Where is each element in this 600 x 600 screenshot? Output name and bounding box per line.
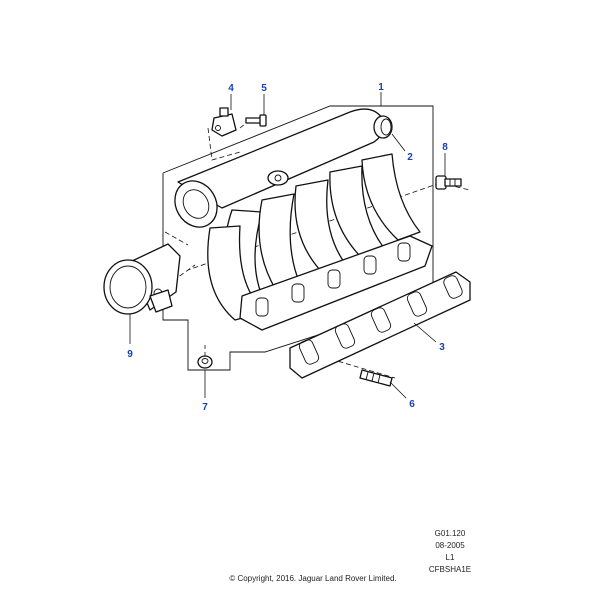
alignment-lines bbox=[159, 119, 471, 379]
leader-lines bbox=[129, 92, 446, 399]
callout-4: 4 bbox=[228, 83, 234, 94]
copyright-notice: © Copyright, 2016. Jaguar Land Rover Lim… bbox=[229, 574, 396, 583]
diagram-ref: G01.120 bbox=[435, 529, 466, 538]
diagram-date: 08-2005 bbox=[435, 541, 465, 550]
diagram-code: CFBSHA1E bbox=[429, 565, 471, 574]
callout-6: 6 bbox=[409, 399, 415, 410]
stud bbox=[359, 369, 393, 387]
callout-7: 7 bbox=[202, 402, 208, 413]
manifold-gasket bbox=[289, 271, 471, 379]
intake-manifold bbox=[174, 108, 433, 331]
callout-1: 1 bbox=[378, 82, 384, 93]
blanking-plug bbox=[373, 115, 393, 139]
nut bbox=[197, 355, 213, 369]
callout-2: 2 bbox=[407, 152, 413, 163]
callout-5: 5 bbox=[261, 83, 267, 94]
callout-9: 9 bbox=[127, 349, 133, 360]
callout-8: 8 bbox=[442, 142, 448, 153]
callout-3: 3 bbox=[439, 342, 445, 353]
sensor-screw bbox=[245, 114, 267, 127]
assembly-frame bbox=[162, 105, 434, 371]
bolt bbox=[435, 175, 462, 190]
throttle-body bbox=[103, 243, 181, 315]
diagram-level: L1 bbox=[446, 553, 455, 562]
sensor bbox=[211, 107, 237, 137]
